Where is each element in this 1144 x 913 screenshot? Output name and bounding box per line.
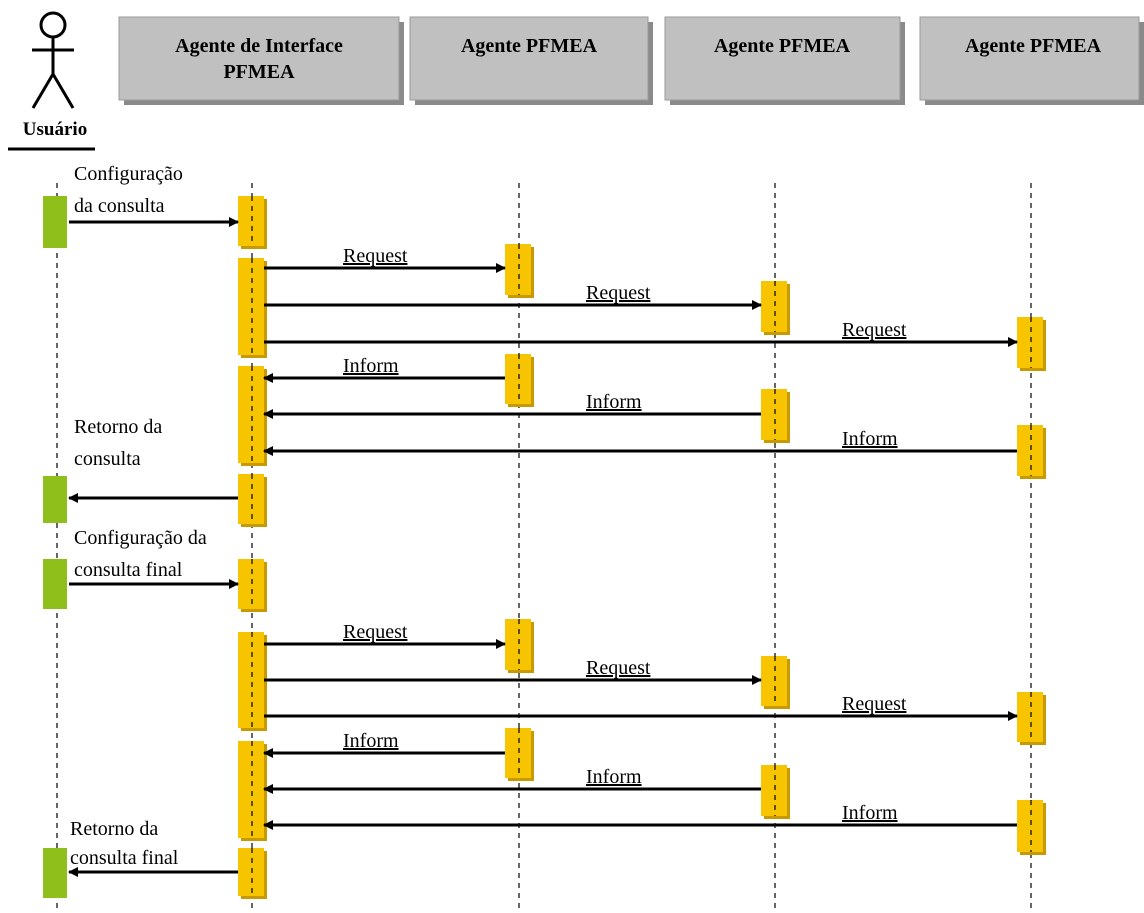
note-retorno: Retorno da consulta: [74, 416, 162, 470]
note-line: Retorno da: [70, 818, 158, 840]
note-configuracao: Configuração da consulta: [74, 163, 183, 217]
activation-box-user: [43, 476, 67, 523]
message-label: Request: [586, 657, 651, 679]
message-label: Request: [343, 621, 408, 643]
message-label: Request: [842, 693, 907, 715]
message-label: Request: [586, 282, 651, 304]
note-retorno-final: Retorno da consulta final: [70, 818, 179, 869]
note-line: consulta: [74, 448, 141, 470]
message-label: Request: [842, 319, 907, 341]
stick-figure-icon: [31, 11, 75, 109]
actor-label: Usuário: [23, 119, 87, 140]
activation-box-interface: [238, 258, 264, 355]
message-label: Inform: [343, 355, 399, 377]
activation-box-pfmea2: [761, 389, 787, 440]
message-label: Inform: [586, 391, 642, 413]
activation-boxes: [43, 196, 1046, 899]
participant-label-line: Agente PFMEA: [965, 35, 1102, 57]
participant-header-pfmea-3: Agente PFMEA: [919, 16, 1144, 105]
activation-box-user: [43, 848, 67, 898]
participant-label-line: PFMEA: [223, 61, 295, 83]
activation-box-interface: [238, 366, 264, 463]
participant-label-line: Agente de Interface: [175, 35, 343, 57]
activation-box-interface: [238, 741, 264, 838]
activation-box-pfmea2: [761, 765, 787, 816]
activation-box-pfmea1: [505, 244, 531, 295]
message-label: Inform: [842, 802, 898, 824]
activation-box-pfmea3: [1017, 692, 1043, 742]
activation-box-pfmea3: [1017, 425, 1043, 476]
note-line: consulta final: [70, 847, 179, 869]
participant-label-line: Agente PFMEA: [714, 35, 851, 57]
note-configuracao-final: Configuração da consulta final: [74, 527, 207, 581]
activation-box-user: [43, 559, 67, 609]
activation-box-pfmea2: [761, 656, 787, 706]
note-line: da consulta: [74, 195, 165, 217]
activation-box-pfmea1: [505, 728, 531, 778]
message-label: Inform: [586, 766, 642, 788]
activation-box-pfmea1: [505, 619, 531, 670]
activation-box-interface: [238, 474, 264, 524]
activation-box-interface: [238, 848, 264, 896]
participant-header-interface: Agente de Interface PFMEA: [118, 16, 404, 105]
activation-box-interface: [238, 632, 264, 728]
activation-box-user: [43, 196, 67, 248]
participant-header-pfmea-1: Agente PFMEA: [409, 16, 653, 105]
activation-box-interface: [238, 196, 264, 246]
participant-header-pfmea-2: Agente PFMEA: [664, 16, 905, 105]
note-line: Configuração da: [74, 527, 207, 549]
note-line: Retorno da: [74, 416, 162, 438]
activation-box-pfmea2: [761, 281, 787, 332]
message-label: Inform: [343, 730, 399, 752]
message-label: Request: [343, 245, 408, 267]
message-label: Inform: [842, 428, 898, 450]
messages: RequestRequestRequestInformInformInformR…: [68, 217, 1018, 877]
activation-box-pfmea1: [505, 354, 531, 404]
note-line: Configuração: [74, 163, 183, 185]
note-line: consulta final: [74, 559, 183, 581]
activation-box-pfmea3: [1017, 317, 1043, 368]
participant-label-line: Agente PFMEA: [461, 35, 598, 57]
activation-box-interface: [238, 559, 264, 609]
activation-box-pfmea3: [1017, 800, 1043, 852]
